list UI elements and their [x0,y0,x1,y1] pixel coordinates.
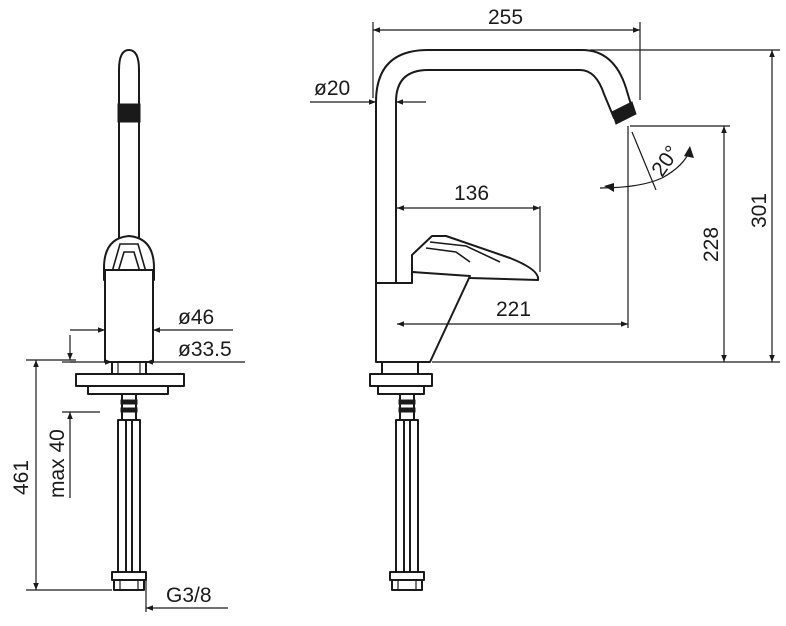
side-view [369,49,637,591]
total-height-label: 301 [748,193,771,228]
hose-length-label: 461 [10,460,33,495]
front-dimensions: ø46 ø33.5 max 40 461 G3/8 [10,306,245,612]
side-hose-left [395,419,405,573]
aerator-height-label: 228 [700,227,723,262]
front-spout-pipe [118,49,140,241]
front-hose-right [131,419,141,573]
front-view [75,49,185,591]
thread-size-label: G3/8 [166,584,212,607]
front-base-plate [75,373,185,387]
mount-hole-diameter-label: ø33.5 [178,338,232,361]
aerator-reach-label: 221 [496,298,531,321]
side-base-plate [369,373,433,387]
front-aerator [117,103,141,123]
side-aerator [611,101,637,125]
side-body [375,271,471,363]
front-hose-left [117,419,127,573]
angle-label: 20° [647,142,684,181]
body-diameter-label: ø46 [178,306,214,329]
side-spout [375,49,633,284]
side-hose-right [409,419,419,573]
max-thickness-label: max 40 [46,429,69,498]
pipe-diameter-label: ø20 [314,77,350,100]
spout-reach-label: 255 [488,6,523,29]
front-body [104,269,154,363]
side-handle-lever [411,235,540,281]
handle-reach-label: 136 [454,182,489,205]
